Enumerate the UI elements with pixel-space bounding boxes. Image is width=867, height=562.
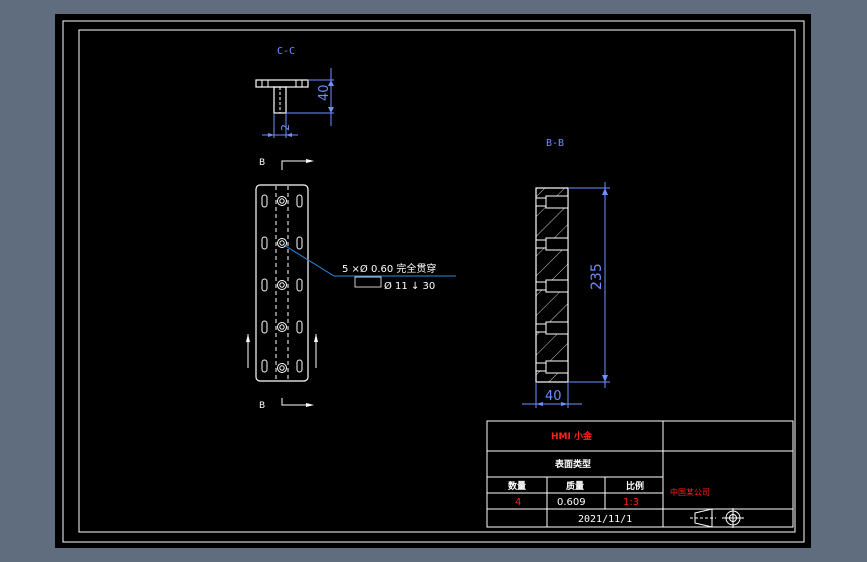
tb-weight-value: 0.609 [557,497,586,508]
inner-frame [78,29,796,533]
cut-label-top: B [259,158,265,168]
tb-scale-value: 1:3 [623,497,639,508]
tb-material-type: 表面类型 [554,458,591,470]
tb-qty-label: 数量 [508,480,526,492]
tb-scale-label: 比例 [626,480,644,492]
outer-frame [62,20,805,543]
callout-counterbore-spec: Ø 11 ↓ 30 [384,280,435,292]
cc-width-dim: 2 [279,124,292,131]
title-block [486,420,794,528]
tb-weight-label: 质量 [566,480,584,492]
section-bb-view: B-B 235 40 [522,138,610,408]
plate-outline [255,184,309,382]
cut-label-bottom: B [259,401,265,411]
callout-hole-spec: 5 ×Ø 0.60 完全贯穿 [342,262,436,275]
cc-height-dim: 40 [317,84,332,101]
projection-symbol-icon [690,508,744,528]
section-cc-view: C-C 40 2 [255,46,334,138]
tb-qty-value: 4 [515,497,521,508]
bb-height-dim: 235 [589,263,605,290]
bb-width-dim: 40 [545,389,562,404]
section-bb-label: B-B [546,138,564,149]
tb-company: 中国某公司 [670,487,710,497]
section-cc-label: C-C [277,46,295,57]
tb-date: 2021/11/1 [578,514,632,525]
tb-part-name: HMI 小金 [551,430,593,442]
drawing-sheet [55,14,811,548]
plan-view: B B [246,158,456,411]
